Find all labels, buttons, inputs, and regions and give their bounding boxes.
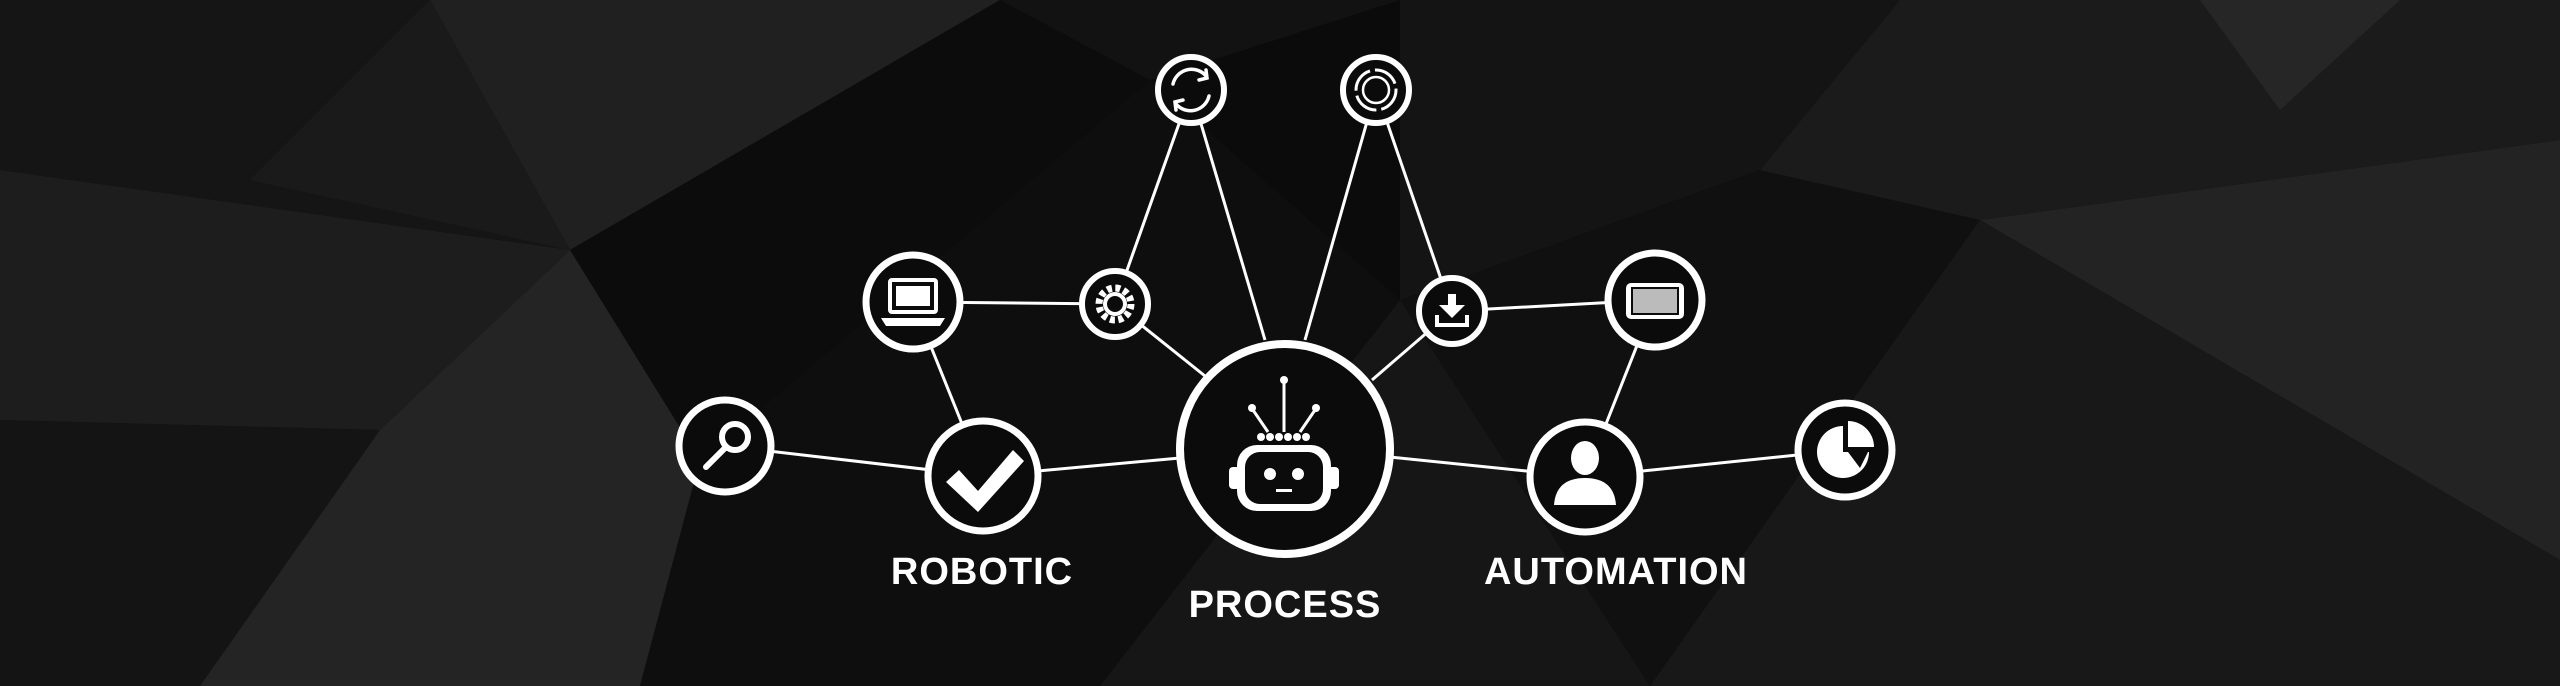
- refresh-node[interactable]: [1155, 54, 1227, 126]
- laptop-icon: [881, 278, 945, 326]
- pie-chart-icon: [1817, 421, 1874, 478]
- label-robotic: ROBOTIC: [891, 551, 1073, 593]
- search-node[interactable]: [675, 396, 775, 496]
- gear-icon: [1095, 284, 1135, 324]
- download-node[interactable]: [1416, 275, 1488, 347]
- tablet-icon: [1626, 283, 1684, 319]
- robot-icon: [1229, 376, 1339, 511]
- label-process: PROCESS: [1189, 584, 1382, 626]
- search-icon: [703, 421, 751, 470]
- tablet-node[interactable]: [1604, 249, 1706, 351]
- checkmark-node[interactable]: [924, 417, 1042, 535]
- target-node[interactable]: [1340, 54, 1412, 126]
- label-automation: AUTOMATION: [1484, 551, 1748, 593]
- refresh-icon: [1171, 67, 1211, 113]
- checkmark-icon: [946, 450, 1024, 512]
- download-icon: [1435, 294, 1469, 327]
- gear-node[interactable]: [1079, 268, 1151, 340]
- robot-node[interactable]: [1176, 340, 1394, 558]
- user-icon: [1554, 441, 1616, 505]
- user-node[interactable]: [1526, 418, 1644, 536]
- pie-chart-node[interactable]: [1794, 399, 1896, 501]
- target-icon: [1354, 68, 1398, 112]
- laptop-node[interactable]: [862, 251, 964, 353]
